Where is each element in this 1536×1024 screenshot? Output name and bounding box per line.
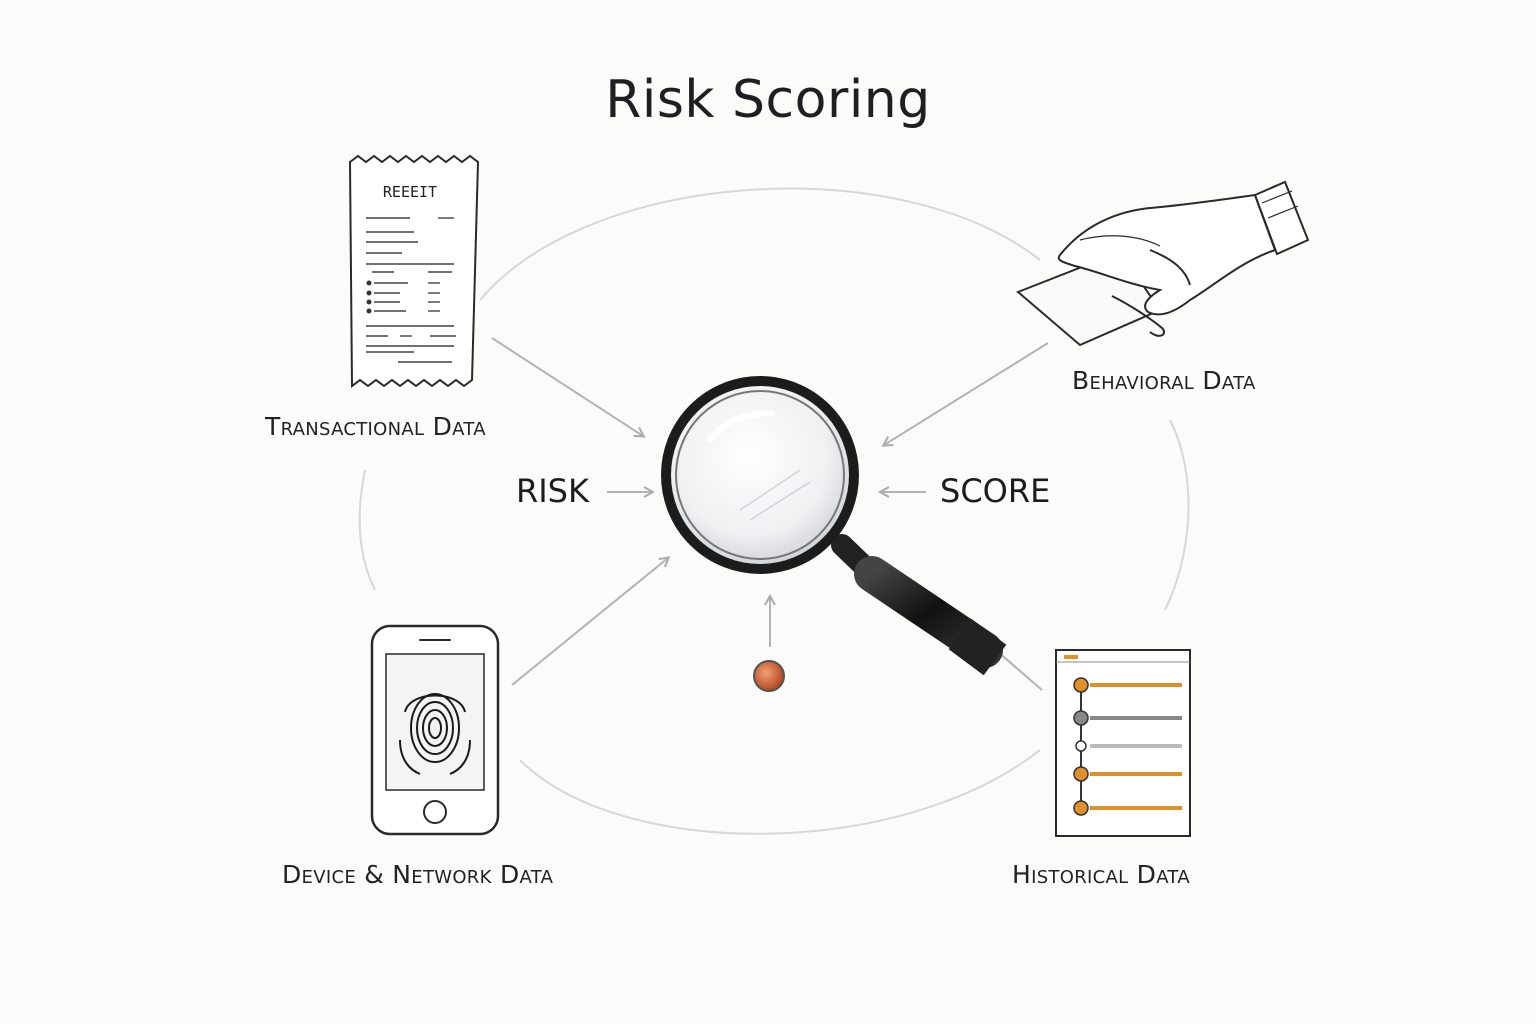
risk-indicator-dot [753,660,785,692]
label-historical-data: Historical Data [1012,860,1190,889]
timeline-document-icon [1055,649,1191,837]
label-transactional-data: Transactional Data [265,412,486,441]
diagram-title: Risk Scoring [605,70,931,130]
arrow-behavioral [884,342,1049,445]
magnifying-glass-icon [661,376,1007,676]
hand-card-icon [1016,180,1310,347]
label-device-network-data: Device & Network Data [282,860,554,889]
arrow-device [511,558,668,686]
label-risk: RISK [516,472,589,510]
arrow-transactional [491,337,643,436]
label-behavioral-data: Behavioral Data [1072,366,1256,395]
outer-cycle-circle [358,187,1190,835]
phone-fingerprint-icon [370,624,500,836]
arrows [491,337,1049,691]
receipt-icon: REEEIT [348,154,480,388]
label-score: SCORE [940,472,1051,510]
receipt-header: REEEIT [383,183,437,201]
